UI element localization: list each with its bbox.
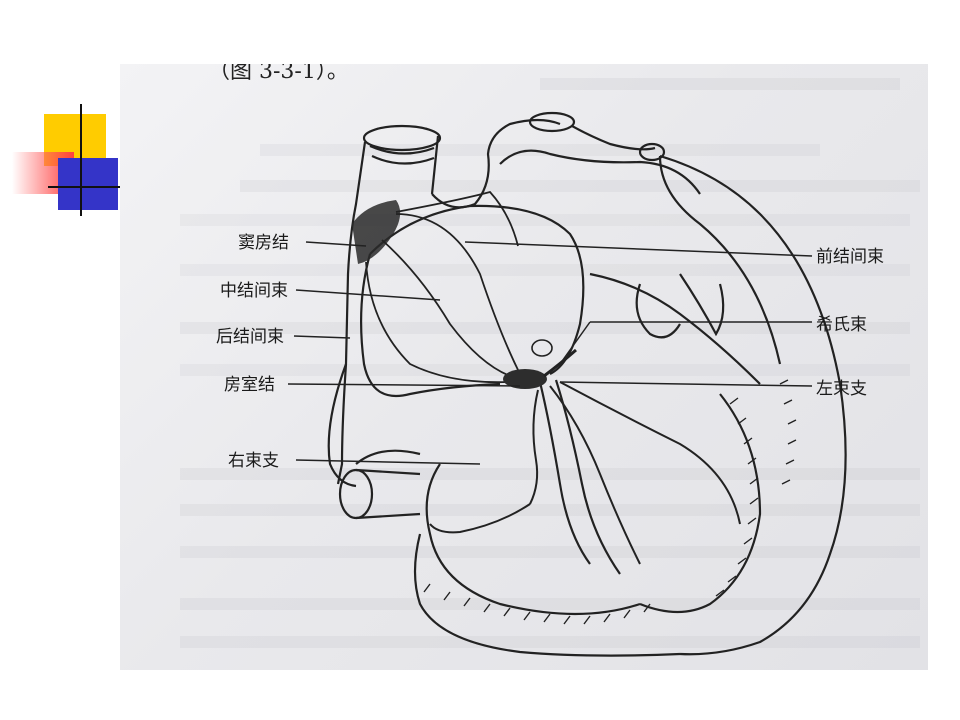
av-node-shape (503, 369, 547, 389)
vertical-line (80, 104, 82, 216)
label-sinoatrial-node: 窦房结 (238, 233, 289, 253)
horizontal-line (48, 186, 128, 188)
blue-square (58, 158, 118, 210)
textbook-photo: （图 3-3-1）。 (120, 64, 928, 670)
bundle-branches (429, 381, 741, 565)
slide-decoration (0, 100, 130, 230)
figure-caption: （图 3-3-1）。 (208, 64, 349, 84)
conduction-system (352, 190, 797, 625)
label-av-node: 房室结 (224, 375, 275, 395)
label-middle-internodal: 中结间束 (220, 281, 288, 301)
his-bundle-oval (531, 339, 553, 357)
purkinje-fibers (423, 379, 797, 625)
leader-lines (287, 241, 813, 465)
heart-conduction-diagram: （图 3-3-1）。 (180, 64, 920, 657)
label-his-bundle: 希氏束 (816, 315, 867, 335)
heart-outline (327, 111, 847, 657)
internodal-tracts (365, 190, 521, 384)
background-text (180, 78, 920, 648)
label-right-bundle: 右束支 (228, 451, 279, 471)
label-posterior-internodal: 后结间束 (216, 327, 284, 347)
label-left-bundle: 左束支 (816, 379, 867, 399)
sa-node-shape (352, 200, 401, 264)
label-anterior-internodal: 前结间束 (816, 247, 884, 267)
